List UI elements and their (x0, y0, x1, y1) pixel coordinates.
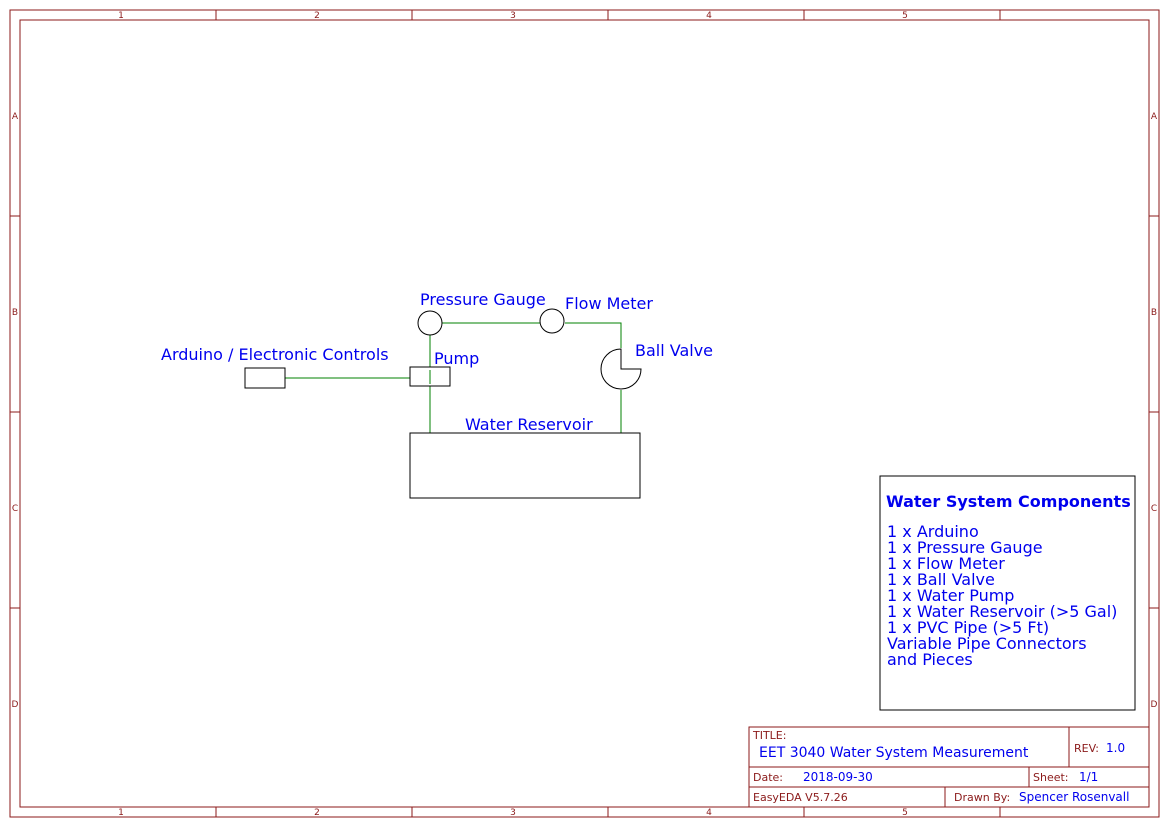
flow-meter-symbol[interactable] (539, 308, 565, 334)
bom-item: 1 x Flow Meter (887, 554, 1005, 573)
row-label-left: C (12, 504, 18, 514)
title-label: TITLE: (752, 729, 786, 742)
flow-meter-label: Flow Meter (565, 294, 653, 313)
drawing-title: EET 3040 Water System Measurement (759, 745, 1029, 761)
column-dividers (215, 10, 1001, 817)
bom-item: 1 x PVC Pipe (>5 Ft) (887, 618, 1049, 637)
date-value: 2018-09-30 (803, 770, 873, 784)
column-label-bottom: 3 (510, 808, 516, 818)
wire-flowmeter-valve[interactable] (565, 322, 622, 348)
row-label-right: B (1151, 308, 1157, 318)
software-version: EasyEDA V5.7.26 (753, 791, 848, 804)
date-label: Date: (753, 771, 783, 784)
row-label-right: D (1151, 700, 1158, 710)
bom-item: Variable Pipe Connectors (887, 634, 1087, 653)
bom-item: 1 x Pressure Gauge (887, 538, 1043, 557)
inner-border (19, 19, 1150, 808)
bom-item: 1 x Arduino (887, 522, 979, 541)
drawing-frame: 1 2 3 4 5 1 2 3 4 5 A B C D A B C D (9, 9, 1160, 818)
column-label-top: 4 (706, 11, 712, 21)
column-label-top: 2 (314, 11, 320, 21)
column-label-top: 5 (902, 11, 908, 21)
column-label-bottom: 4 (706, 808, 712, 818)
bom-border (879, 475, 1136, 711)
row-label-right: C (1151, 504, 1157, 514)
row-dividers (10, 215, 1159, 609)
title-block: TITLE: EET 3040 Water System Measurement… (748, 726, 1150, 808)
bom-title: Water System Components (886, 492, 1131, 511)
column-label-bottom: 2 (314, 808, 320, 818)
row-label-left: B (12, 308, 18, 318)
outer-border (9, 9, 1160, 818)
bom-item: 1 x Ball Valve (887, 570, 995, 589)
water-reservoir-block[interactable] (409, 432, 641, 499)
drawn-by-label: Drawn By: (954, 791, 1010, 804)
components (244, 308, 642, 499)
ball-valve-label: Ball Valve (635, 341, 713, 360)
column-label-bottom: 1 (118, 808, 124, 818)
bom-item: and Pieces (887, 650, 973, 669)
sheet-label: Sheet: (1033, 771, 1069, 784)
row-label-left: A (12, 112, 19, 122)
water-reservoir-label: Water Reservoir (465, 415, 593, 434)
bom-item: 1 x Water Reservoir (>5 Gal) (887, 602, 1117, 621)
pump-label: Pump (434, 349, 479, 368)
pressure-gauge-label: Pressure Gauge (420, 290, 546, 309)
row-label-left: D (12, 700, 19, 710)
title-block-grid (748, 726, 1150, 808)
column-label-top: 1 (118, 11, 124, 21)
pressure-gauge-symbol[interactable] (417, 310, 443, 336)
column-label-bottom: 5 (902, 808, 908, 818)
ball-valve-symbol[interactable] (600, 348, 642, 390)
bom-box: Water System Components 1 x Arduino 1 x … (879, 475, 1136, 711)
rev-value: 1.0 (1106, 741, 1125, 755)
rev-label: REV: (1074, 742, 1099, 755)
drawn-by-value: Spencer Rosenvall (1019, 790, 1129, 804)
bom-item: 1 x Water Pump (887, 586, 1014, 605)
column-label-top: 3 (510, 11, 516, 21)
arduino-label: Arduino / Electronic Controls (161, 345, 389, 364)
sheet-value: 1/1 (1079, 770, 1098, 784)
row-label-right: A (1151, 112, 1158, 122)
arduino-block[interactable] (244, 367, 286, 389)
